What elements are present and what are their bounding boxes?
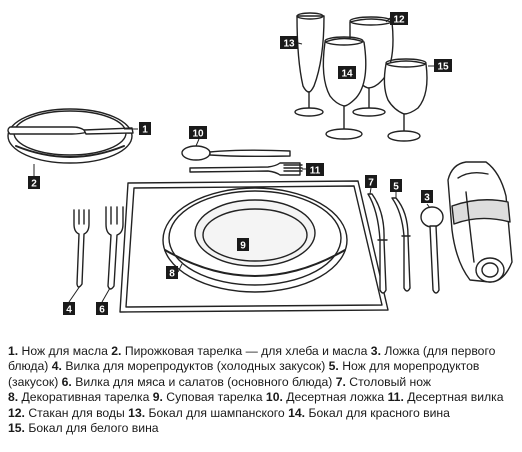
legend-line: 8. Декоративная тарелка 9. Суповая тарел… bbox=[8, 390, 518, 405]
label-15: 15 bbox=[428, 59, 452, 73]
dessert-spoon bbox=[181, 145, 291, 161]
legend-item-text: Стакан для воды bbox=[24, 405, 129, 420]
label-11-text: 11 bbox=[310, 166, 321, 177]
legend: 1. Нож для масла 2. Пирожковая тарелка —… bbox=[8, 344, 518, 436]
legend-item-number: 11. bbox=[387, 390, 404, 405]
label-6: 6 bbox=[96, 287, 111, 316]
legend-item-number: 5. bbox=[328, 359, 339, 374]
legend-item-number: 7. bbox=[335, 374, 346, 389]
legend-item-text: Десертная ложка bbox=[282, 390, 388, 405]
legend-item-number: 15. bbox=[8, 421, 25, 436]
legend-item-number: 8. bbox=[8, 390, 19, 405]
label-13-text: 13 bbox=[283, 39, 295, 50]
dessert-fork bbox=[189, 162, 303, 176]
legend-item-number: 12. bbox=[8, 405, 25, 420]
label-2-text: 2 bbox=[31, 179, 37, 190]
legend-line: 15. Бокал для белого вина bbox=[8, 421, 518, 436]
label-7: 7 bbox=[365, 175, 377, 195]
label-6-text: 6 bbox=[99, 305, 105, 316]
soup-spoon bbox=[420, 206, 444, 294]
label-15-text: 15 bbox=[437, 62, 449, 73]
legend-item-text: Суповая тарелка bbox=[162, 390, 266, 405]
table-setting-illustration: 1 2 3 4 5 6 7 8 9 10 bbox=[7, 12, 513, 316]
label-1: 1 bbox=[124, 122, 151, 136]
napkin-roll bbox=[447, 161, 513, 283]
seafood-knife bbox=[391, 197, 411, 292]
bread-plate bbox=[7, 108, 133, 164]
label-8-text: 8 bbox=[169, 269, 175, 280]
legend-item-number: 13. bbox=[128, 405, 146, 420]
label-12-text: 12 bbox=[393, 15, 405, 26]
legend-item-text: Нож для морепродуктов bbox=[338, 359, 480, 374]
legend-line: 1. Нож для масла 2. Пирожковая тарелка —… bbox=[8, 344, 518, 359]
legend-item-number: 3. bbox=[370, 344, 381, 358]
legend-item-text: Нож для масла bbox=[18, 344, 112, 358]
legend-item-text: Вилка для мяса и салатов (основного блюд… bbox=[71, 374, 336, 389]
label-4: 4 bbox=[63, 285, 81, 316]
soup-plate bbox=[162, 187, 348, 293]
legend-line: (закусок) 6. Вилка для мяса и салатов (о… bbox=[8, 375, 518, 390]
label-7-text: 7 bbox=[368, 178, 374, 189]
label-9: 9 bbox=[237, 238, 249, 252]
label-4-text: 4 bbox=[66, 305, 72, 316]
label-3: 3 bbox=[421, 190, 433, 209]
label-5: 5 bbox=[390, 179, 402, 198]
label-3-text: 3 bbox=[424, 193, 430, 204]
legend-item-number: 10. bbox=[265, 390, 283, 405]
legend-item-text: Ложка (для первого bbox=[380, 344, 496, 358]
label-14-text: 14 bbox=[341, 69, 353, 80]
white-wine-glass bbox=[383, 58, 428, 142]
legend-item-text: Пирожковая тарелка — для хлеба и масла bbox=[121, 344, 371, 358]
legend-item-text: Вилка для морепродуктов (холодных закусо… bbox=[61, 359, 329, 374]
label-1-text: 1 bbox=[142, 125, 148, 136]
legend-item-text: (закусок) bbox=[8, 374, 62, 389]
legend-line: 12. Стакан для воды 13. Бокал для шампан… bbox=[8, 406, 518, 421]
label-10-text: 10 bbox=[192, 129, 204, 140]
butter-knife bbox=[7, 126, 134, 135]
label-11: 11 bbox=[302, 163, 324, 177]
label-8: 8 bbox=[166, 263, 183, 280]
label-2: 2 bbox=[28, 164, 40, 190]
label-5-text: 5 bbox=[393, 182, 399, 193]
legend-item-text: Столовый нож bbox=[345, 374, 432, 389]
legend-item-number: 2. bbox=[111, 344, 122, 358]
red-wine-glass bbox=[322, 36, 367, 140]
legend-item-number: 1. bbox=[8, 344, 19, 358]
label-13: 13 bbox=[280, 36, 303, 50]
legend-item-text: Бокал для белого вина bbox=[24, 421, 159, 436]
legend-item-text: Декоративная тарелка bbox=[18, 390, 153, 405]
champagne-flute bbox=[294, 12, 325, 117]
legend-item-number: 6. bbox=[61, 374, 72, 389]
label-10: 10 bbox=[189, 126, 207, 147]
legend-item-text: Десертная вилка bbox=[403, 390, 504, 405]
legend-item-text: Бокал для шампанского bbox=[145, 405, 289, 420]
legend-item-number: 4. bbox=[51, 359, 62, 374]
legend-line: блюда) 4. Вилка для морепродуктов (холод… bbox=[8, 359, 518, 374]
legend-item-text: Бокал для красного вина bbox=[305, 405, 450, 420]
table-knife bbox=[367, 193, 388, 294]
label-9-text: 9 bbox=[240, 241, 246, 252]
label-12: 12 bbox=[385, 12, 408, 26]
seafood-fork bbox=[73, 209, 90, 288]
legend-item-number: 14. bbox=[288, 405, 306, 420]
legend-item-text: блюда) bbox=[8, 359, 52, 374]
main-fork bbox=[105, 206, 124, 290]
label-14: 14 bbox=[338, 66, 356, 80]
legend-item-number: 9. bbox=[152, 390, 163, 405]
